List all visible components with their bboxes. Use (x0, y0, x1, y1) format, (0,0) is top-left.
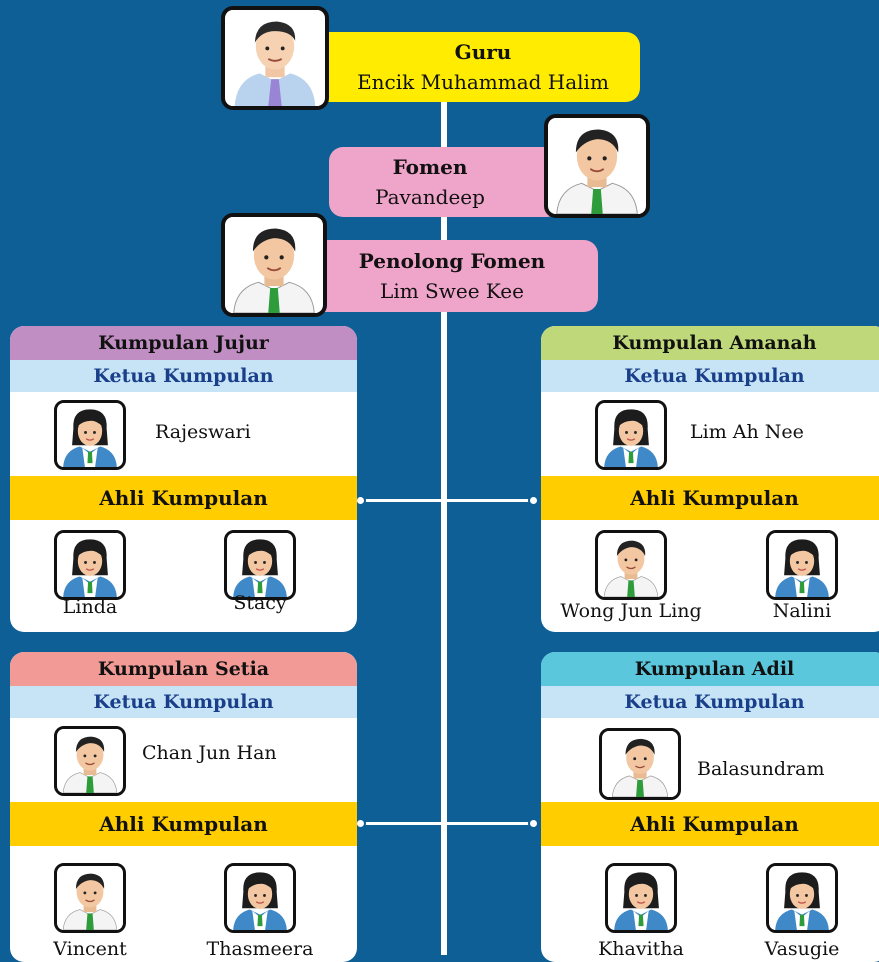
group-title: Kumpulan Setia (10, 652, 357, 686)
group-title: Kumpulan Adil (541, 652, 879, 686)
assistant-box: Penolong Fomen Lim Swee Kee (296, 240, 598, 312)
group-title: Kumpulan Amanah (541, 326, 879, 360)
boy-portrait-icon (54, 726, 126, 796)
member-name: Khavitha (598, 938, 684, 960)
member-name: Vasugie (764, 938, 840, 960)
connector-top-left (357, 499, 443, 502)
group-title: Kumpulan Jujur (10, 326, 357, 360)
member-name: Wong Jun Ling (560, 600, 702, 622)
girl-portrait-icon (766, 863, 838, 933)
leader-row: Chan Jun Han (10, 718, 357, 802)
leader-label: Ketua Kumpulan (541, 686, 879, 718)
leader-name: Rajeswari (155, 421, 251, 443)
girl-portrait-icon (766, 530, 838, 600)
boy-portrait-icon (221, 213, 327, 317)
hierarchy-spine (441, 70, 447, 955)
members-row: Vincent Thasmeera (10, 846, 357, 960)
leader-name: Lim Ah Nee (690, 421, 804, 443)
members-row: Wong Jun Ling Nalini (541, 520, 879, 630)
teacher-box: Guru Encik Muhammad Halim (316, 32, 640, 102)
leader-label: Ketua Kumpulan (10, 686, 357, 718)
teacher-name: Encik Muhammad Halim (357, 70, 609, 94)
assistant-name: Lim Swee Kee (380, 279, 524, 303)
connector-dot (528, 495, 539, 506)
leader-row: Lim Ah Nee (541, 392, 879, 476)
leader-label: Ketua Kumpulan (10, 360, 357, 392)
connector-bottom-right (445, 822, 535, 825)
boy-portrait-icon (54, 863, 126, 933)
connector-dot (528, 818, 539, 829)
man-portrait-icon (221, 6, 329, 110)
boy-portrait-icon (595, 530, 667, 600)
girl-portrait-icon (595, 400, 667, 470)
leader-label: Ketua Kumpulan (541, 360, 879, 392)
leader-name: Chan Jun Han (142, 742, 277, 764)
members-label: Ahli Kumpulan (541, 802, 879, 846)
foreman-box: Fomen Pavandeep (329, 147, 561, 217)
member-name: Linda (62, 596, 118, 618)
leader-row: Rajeswari (10, 392, 357, 476)
girl-portrait-icon (54, 400, 126, 470)
assistant-role: Penolong Fomen (358, 249, 546, 273)
member-name: Nalini (772, 600, 832, 622)
connector-top-right (445, 499, 535, 502)
teacher-role: Guru (454, 40, 512, 64)
boy-portrait-icon (599, 728, 681, 800)
group-panel-jujur: Kumpulan Jujur Ketua Kumpulan Rajeswari … (10, 326, 357, 632)
group-panel-setia: Kumpulan Setia Ketua Kumpulan Chan Jun H… (10, 652, 357, 962)
boy-portrait-icon (544, 114, 650, 218)
members-label: Ahli Kumpulan (10, 476, 357, 520)
foreman-role: Fomen (392, 155, 468, 179)
girl-portrait-icon (54, 530, 126, 600)
member-name: Thasmeera (206, 938, 314, 960)
leader-row: Balasundram (541, 718, 879, 802)
member-name: Stacy (233, 592, 287, 614)
leader-name: Balasundram (697, 758, 825, 780)
girl-portrait-icon (224, 863, 296, 933)
group-panel-amanah: Kumpulan Amanah Ketua Kumpulan Lim Ah Ne… (541, 326, 879, 632)
girl-portrait-icon (224, 530, 296, 600)
members-label: Ahli Kumpulan (541, 476, 879, 520)
members-row: Khavitha Vasugie (541, 846, 879, 960)
foreman-name: Pavandeep (375, 185, 485, 209)
connector-bottom-left (357, 822, 443, 825)
member-name: Vincent (53, 938, 127, 960)
group-panel-adil: Kumpulan Adil Ketua Kumpulan Balasundram… (541, 652, 879, 962)
girl-portrait-icon (605, 863, 677, 933)
members-row: Linda Stacy (10, 520, 357, 630)
members-label: Ahli Kumpulan (10, 802, 357, 846)
